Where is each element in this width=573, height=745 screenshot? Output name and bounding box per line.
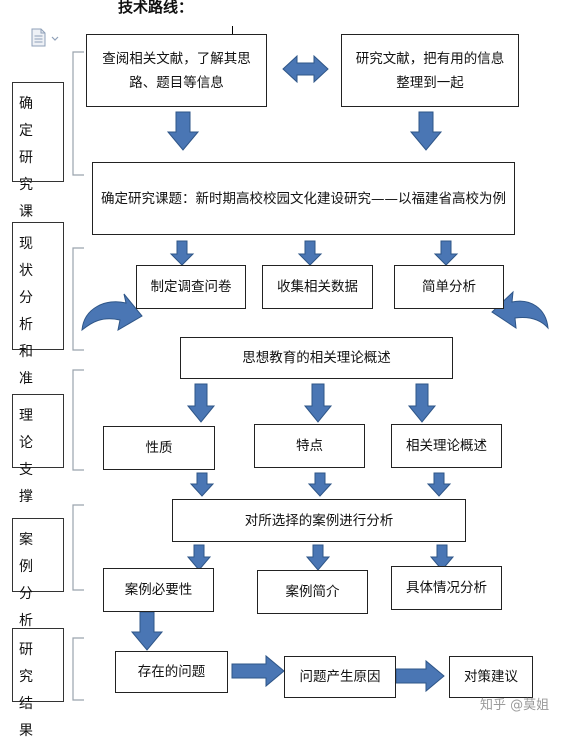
down-arrow [409, 111, 443, 151]
box-case-intro: 案例简介 [257, 570, 368, 614]
down-arrow [433, 240, 459, 266]
box-case-analysis: 对所选择的案例进行分析 [172, 499, 466, 542]
bracket [72, 369, 84, 471]
down-arrow [303, 383, 333, 423]
bracket [72, 504, 84, 591]
bracket [72, 51, 84, 176]
curved-arrow-right [491, 290, 549, 330]
down-arrow [186, 383, 216, 423]
box-problems: 存在的问题 [115, 651, 228, 693]
bracket [72, 637, 84, 701]
side-label-line: 分 析 [19, 290, 43, 333]
side-label-line: 确 定 [19, 96, 43, 139]
down-arrow [426, 472, 452, 497]
bracket [72, 247, 84, 351]
right-arrow [395, 659, 445, 693]
side-label-result: 研 究 结果 [12, 628, 64, 739]
box-simple-analysis: 简单分析 [394, 265, 504, 309]
double-arrow [282, 54, 329, 84]
box-case-necessity: 案例必要性 [103, 568, 214, 612]
box-literature-study: 研究文献，把有用的信息整理到一起 [341, 34, 519, 107]
side-label-line: 支撑 [19, 462, 43, 505]
down-arrow [169, 240, 195, 266]
box-research-topic: 确定研究课题：新时期高校校园文化建设研究——以福建省高校为例 [92, 162, 515, 235]
box-suggestions: 对策建议 [449, 656, 533, 698]
side-label-theory: 理 论 支撑 [12, 394, 64, 505]
down-arrow [186, 544, 212, 571]
box-literature-review: 查阅相关文献，了解其思路、题目等信息 [86, 34, 267, 107]
box-causes: 问题产生原因 [284, 656, 396, 698]
box-features: 特点 [254, 424, 365, 468]
down-arrow [166, 111, 200, 151]
diagram-title: 技术路线： [118, 0, 194, 16]
side-label-line: 和 准 [19, 344, 43, 387]
side-label-line: 案 例 [19, 532, 43, 575]
down-arrow [307, 472, 333, 497]
down-arrow [297, 240, 323, 266]
down-arrow [429, 544, 455, 571]
box-case-detail: 具体情况分析 [391, 566, 502, 610]
side-label-case: 案 例 分析 [12, 518, 64, 629]
down-arrow [189, 472, 215, 497]
box-theory-overview: 思想教育的相关理论概述 [180, 337, 453, 379]
side-label-line: 分析 [19, 586, 43, 629]
box-questionnaire: 制定调查问卷 [136, 265, 246, 309]
right-arrow [231, 654, 285, 688]
side-label-line: 现 状 [19, 236, 43, 279]
document-icon[interactable] [30, 28, 64, 52]
connector-layer [72, 51, 549, 701]
box-theory-overview-2: 相关理论概述 [391, 424, 502, 468]
down-arrow [305, 544, 331, 571]
curved-arrow-left [81, 293, 143, 332]
down-arrow [407, 383, 437, 423]
side-label-line: 研 究 [19, 642, 43, 685]
side-label-line: 理 论 [19, 408, 43, 451]
side-label-line: 研 究 [19, 150, 43, 193]
down-arrow [130, 611, 164, 651]
box-collect-data: 收集相关数据 [262, 265, 373, 309]
watermark: 知乎 @莫姐 [480, 698, 550, 713]
box-nature: 性质 [103, 426, 215, 470]
